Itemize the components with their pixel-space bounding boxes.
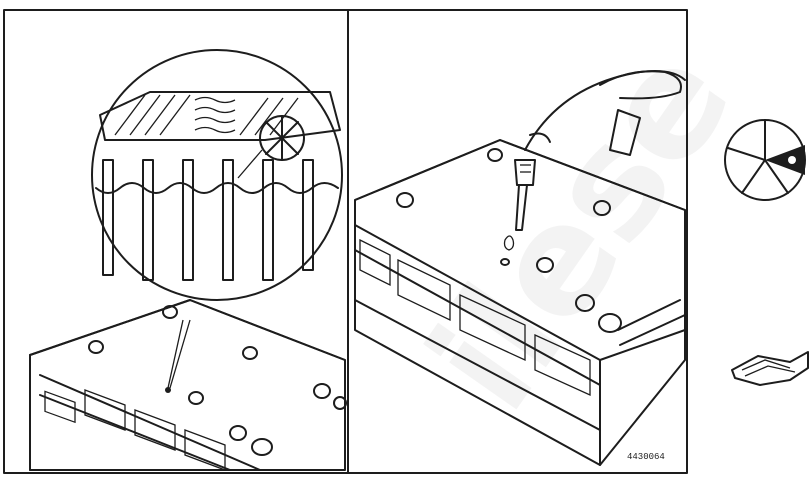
terminal-clamp-icon — [732, 352, 808, 385]
figure-part-code: 4430064 — [627, 452, 665, 462]
magnified-cell-detail — [92, 50, 342, 300]
left-panel — [30, 50, 346, 470]
svg-text:ilese: ilese — [396, 17, 765, 441]
watermark: ilese — [396, 17, 765, 441]
charge-indicator-icon — [725, 120, 805, 200]
